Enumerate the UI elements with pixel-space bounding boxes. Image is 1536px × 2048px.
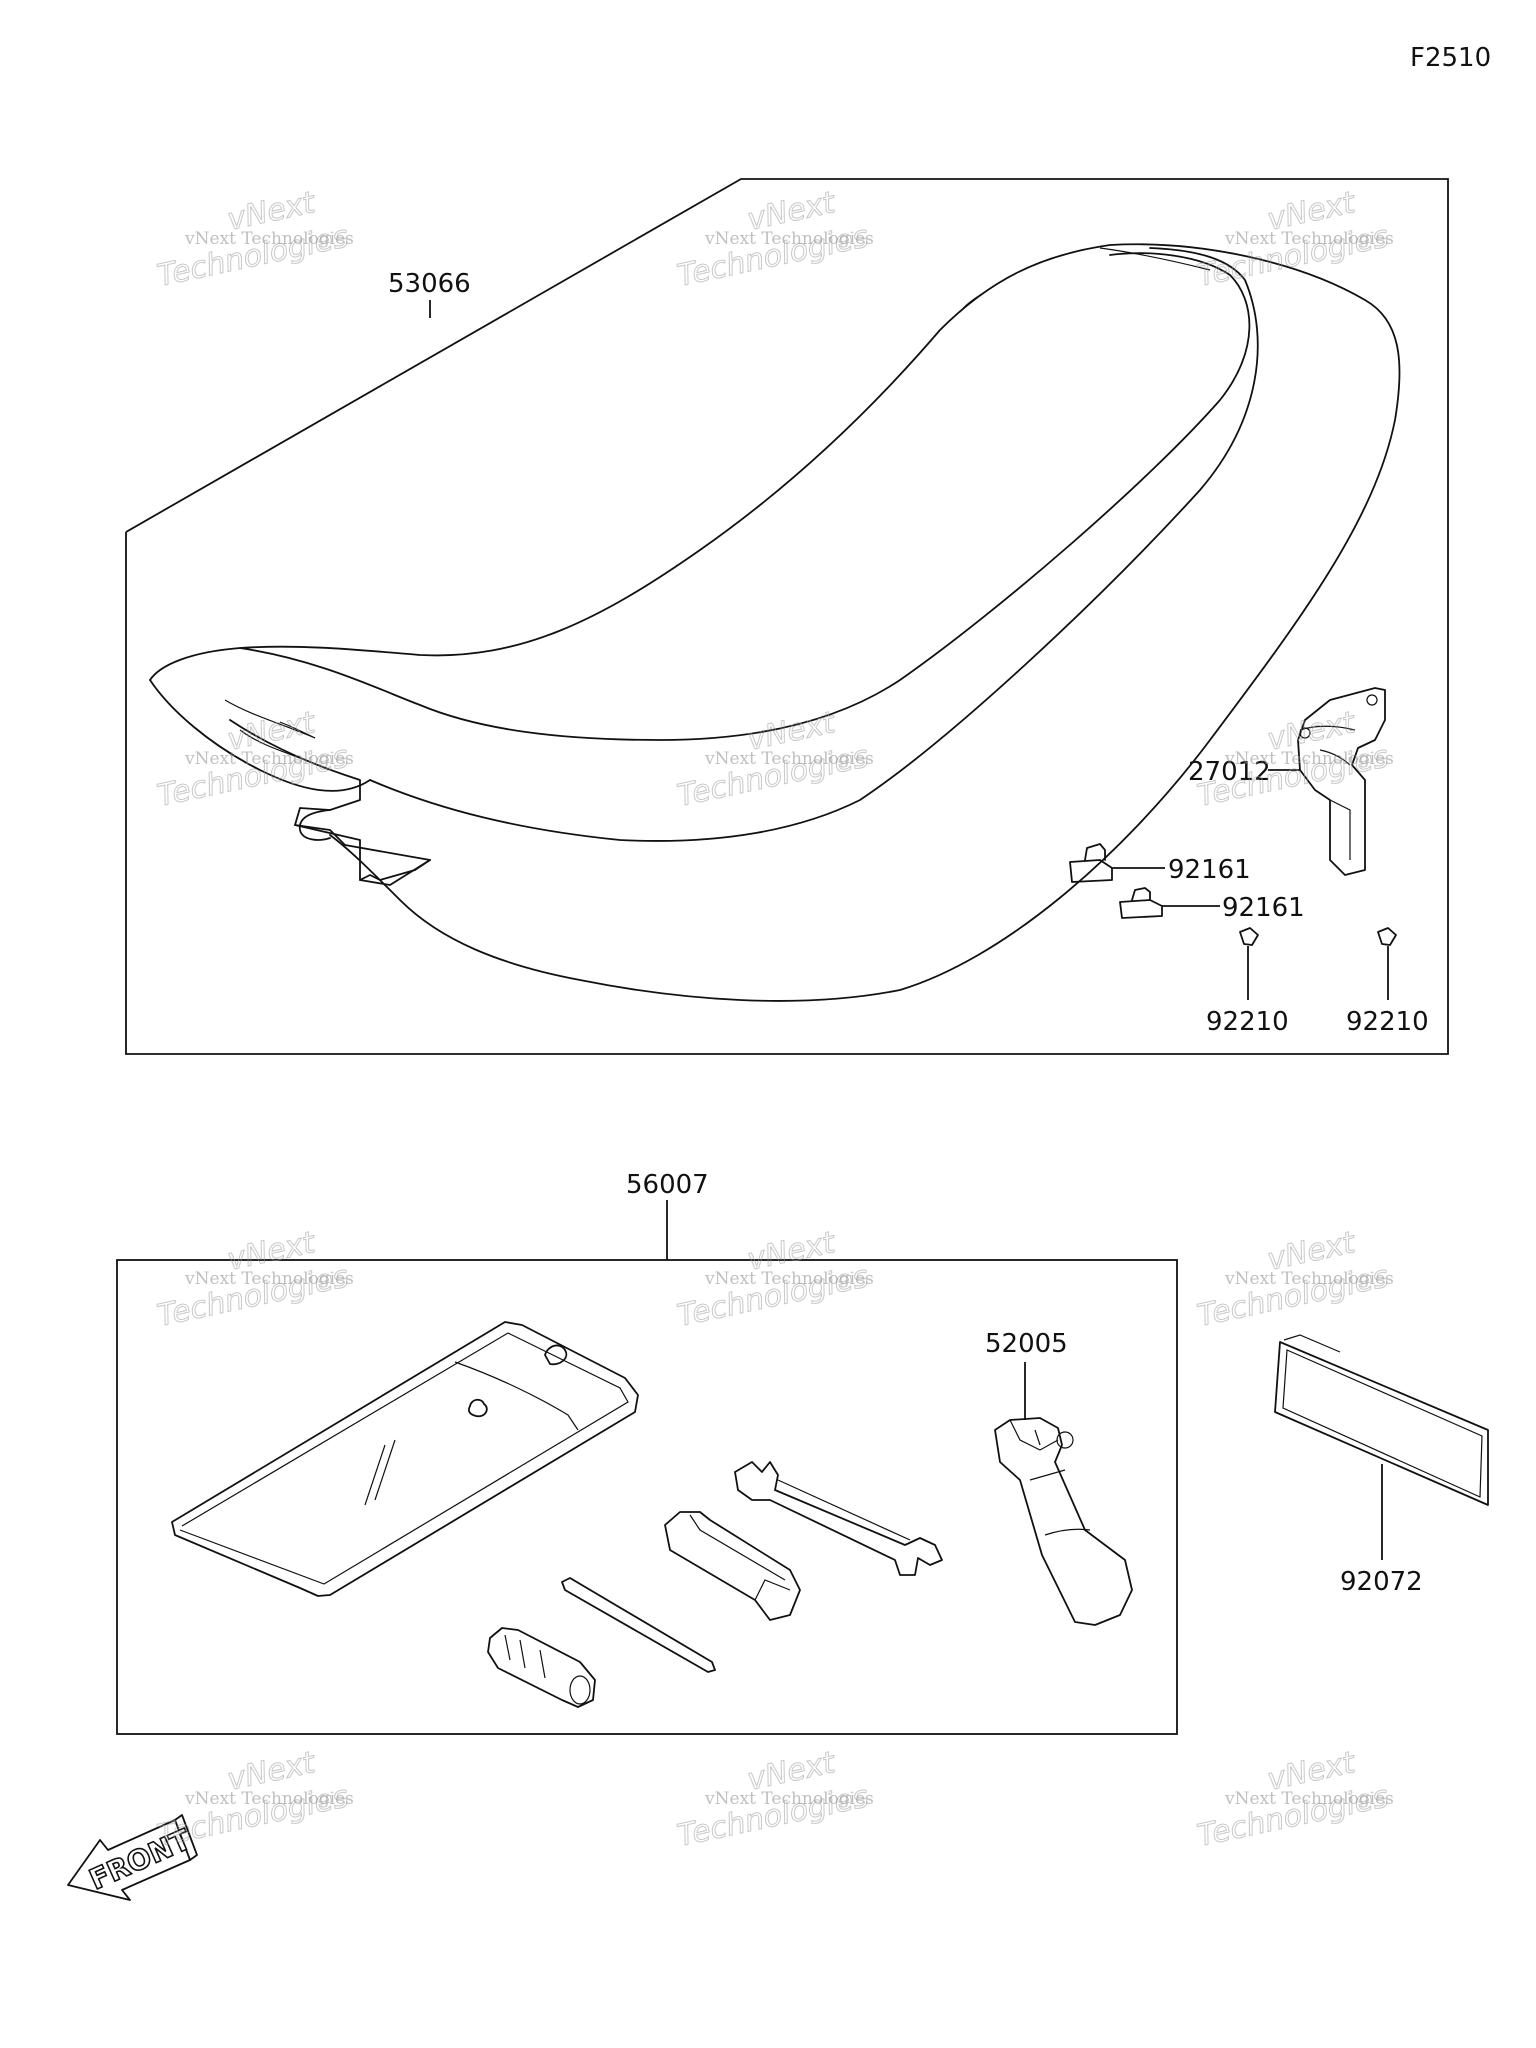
watermark-tile: vNext vNext Technologies Technologies	[674, 1745, 874, 1855]
screwdriver-handle-illustration	[487, 1627, 596, 1708]
svg-text:vNext Technologies: vNext Technologies	[1224, 1789, 1394, 1809]
clip-2-illustration	[1377, 927, 1397, 946]
part-label-damper-2: 92161	[1222, 893, 1305, 923]
svg-text:vNext Technologies: vNext Technologies	[704, 749, 874, 769]
watermark-tile: vNext vNext Technologies Technologies	[1194, 1745, 1394, 1855]
svg-text:vNext Technologies: vNext Technologies	[184, 749, 354, 769]
svg-text:vNext Technologies: vNext Technologies	[184, 1269, 354, 1289]
watermarks: vNext vNext Technologies Technologies vN…	[154, 185, 1394, 1855]
svg-text:vNext Technologies: vNext Technologies	[184, 229, 354, 249]
watermark-tile: vNext vNext Technologies Technologies	[1194, 1225, 1394, 1335]
svg-text:vNext Technologies: vNext Technologies	[1224, 1269, 1394, 1289]
screwdriver-shaft-illustration	[561, 1577, 716, 1673]
part-label-damper-1: 92161	[1168, 855, 1251, 885]
part-label-seat-bracket: 27012	[1188, 757, 1271, 787]
open-wrench-illustration	[734, 1461, 943, 1576]
tool-bag-illustration	[171, 1321, 639, 1597]
svg-text:vNext Technologies: vNext Technologies	[704, 1269, 874, 1289]
watermark-tile: vNext vNext Technologies Technologies	[674, 1225, 874, 1335]
watermark-tile: vNext vNext Technologies Technologies	[1194, 185, 1394, 295]
part-label-plug-wrench: 52005	[985, 1329, 1068, 1359]
seat-bracket-illustration	[1297, 687, 1386, 876]
damper-1-illustration	[1069, 843, 1113, 883]
part-label-seat: 53066	[388, 269, 471, 299]
svg-text:vNext Technologies: vNext Technologies	[184, 1789, 354, 1809]
damper-2-illustration	[1119, 887, 1163, 919]
watermark-tile: vNext vNext Technologies Technologies	[154, 185, 354, 295]
watermark-tile: vNext vNext Technologies Technologies	[154, 705, 354, 815]
box-wrench-illustration	[664, 1511, 801, 1621]
svg-text:vNext Technologies: vNext Technologies	[704, 1789, 874, 1809]
watermark-tile: vNext vNext Technologies Technologies	[674, 705, 874, 815]
part-label-tool-kit: 56007	[626, 1170, 709, 1200]
svg-text:vNext Technologies: vNext Technologies	[704, 229, 874, 249]
watermark-tile: vNext vNext Technologies Technologies	[674, 185, 874, 295]
figure-code: F2510	[1410, 43, 1491, 73]
part-label-clip-1: 92210	[1206, 1007, 1289, 1037]
plug-wrench-illustration	[994, 1417, 1133, 1626]
svg-text:vNext Technologies: vNext Technologies	[1224, 229, 1394, 249]
watermark-tile: vNext vNext Technologies Technologies	[154, 1225, 354, 1335]
watermark-tile: vNext vNext Technologies Technologies	[154, 1745, 354, 1855]
manual-illustration	[1274, 1334, 1489, 1506]
seat-illustration	[149, 243, 1401, 1002]
clip-1-illustration	[1239, 927, 1259, 946]
part-label-manual: 92072	[1340, 1567, 1423, 1597]
tool-kit-frame	[116, 1259, 1178, 1735]
part-label-clip-2: 92210	[1346, 1007, 1429, 1037]
svg-text:vNext Technologies: vNext Technologies	[1224, 749, 1394, 769]
seat-assembly-frame	[125, 178, 1449, 1055]
